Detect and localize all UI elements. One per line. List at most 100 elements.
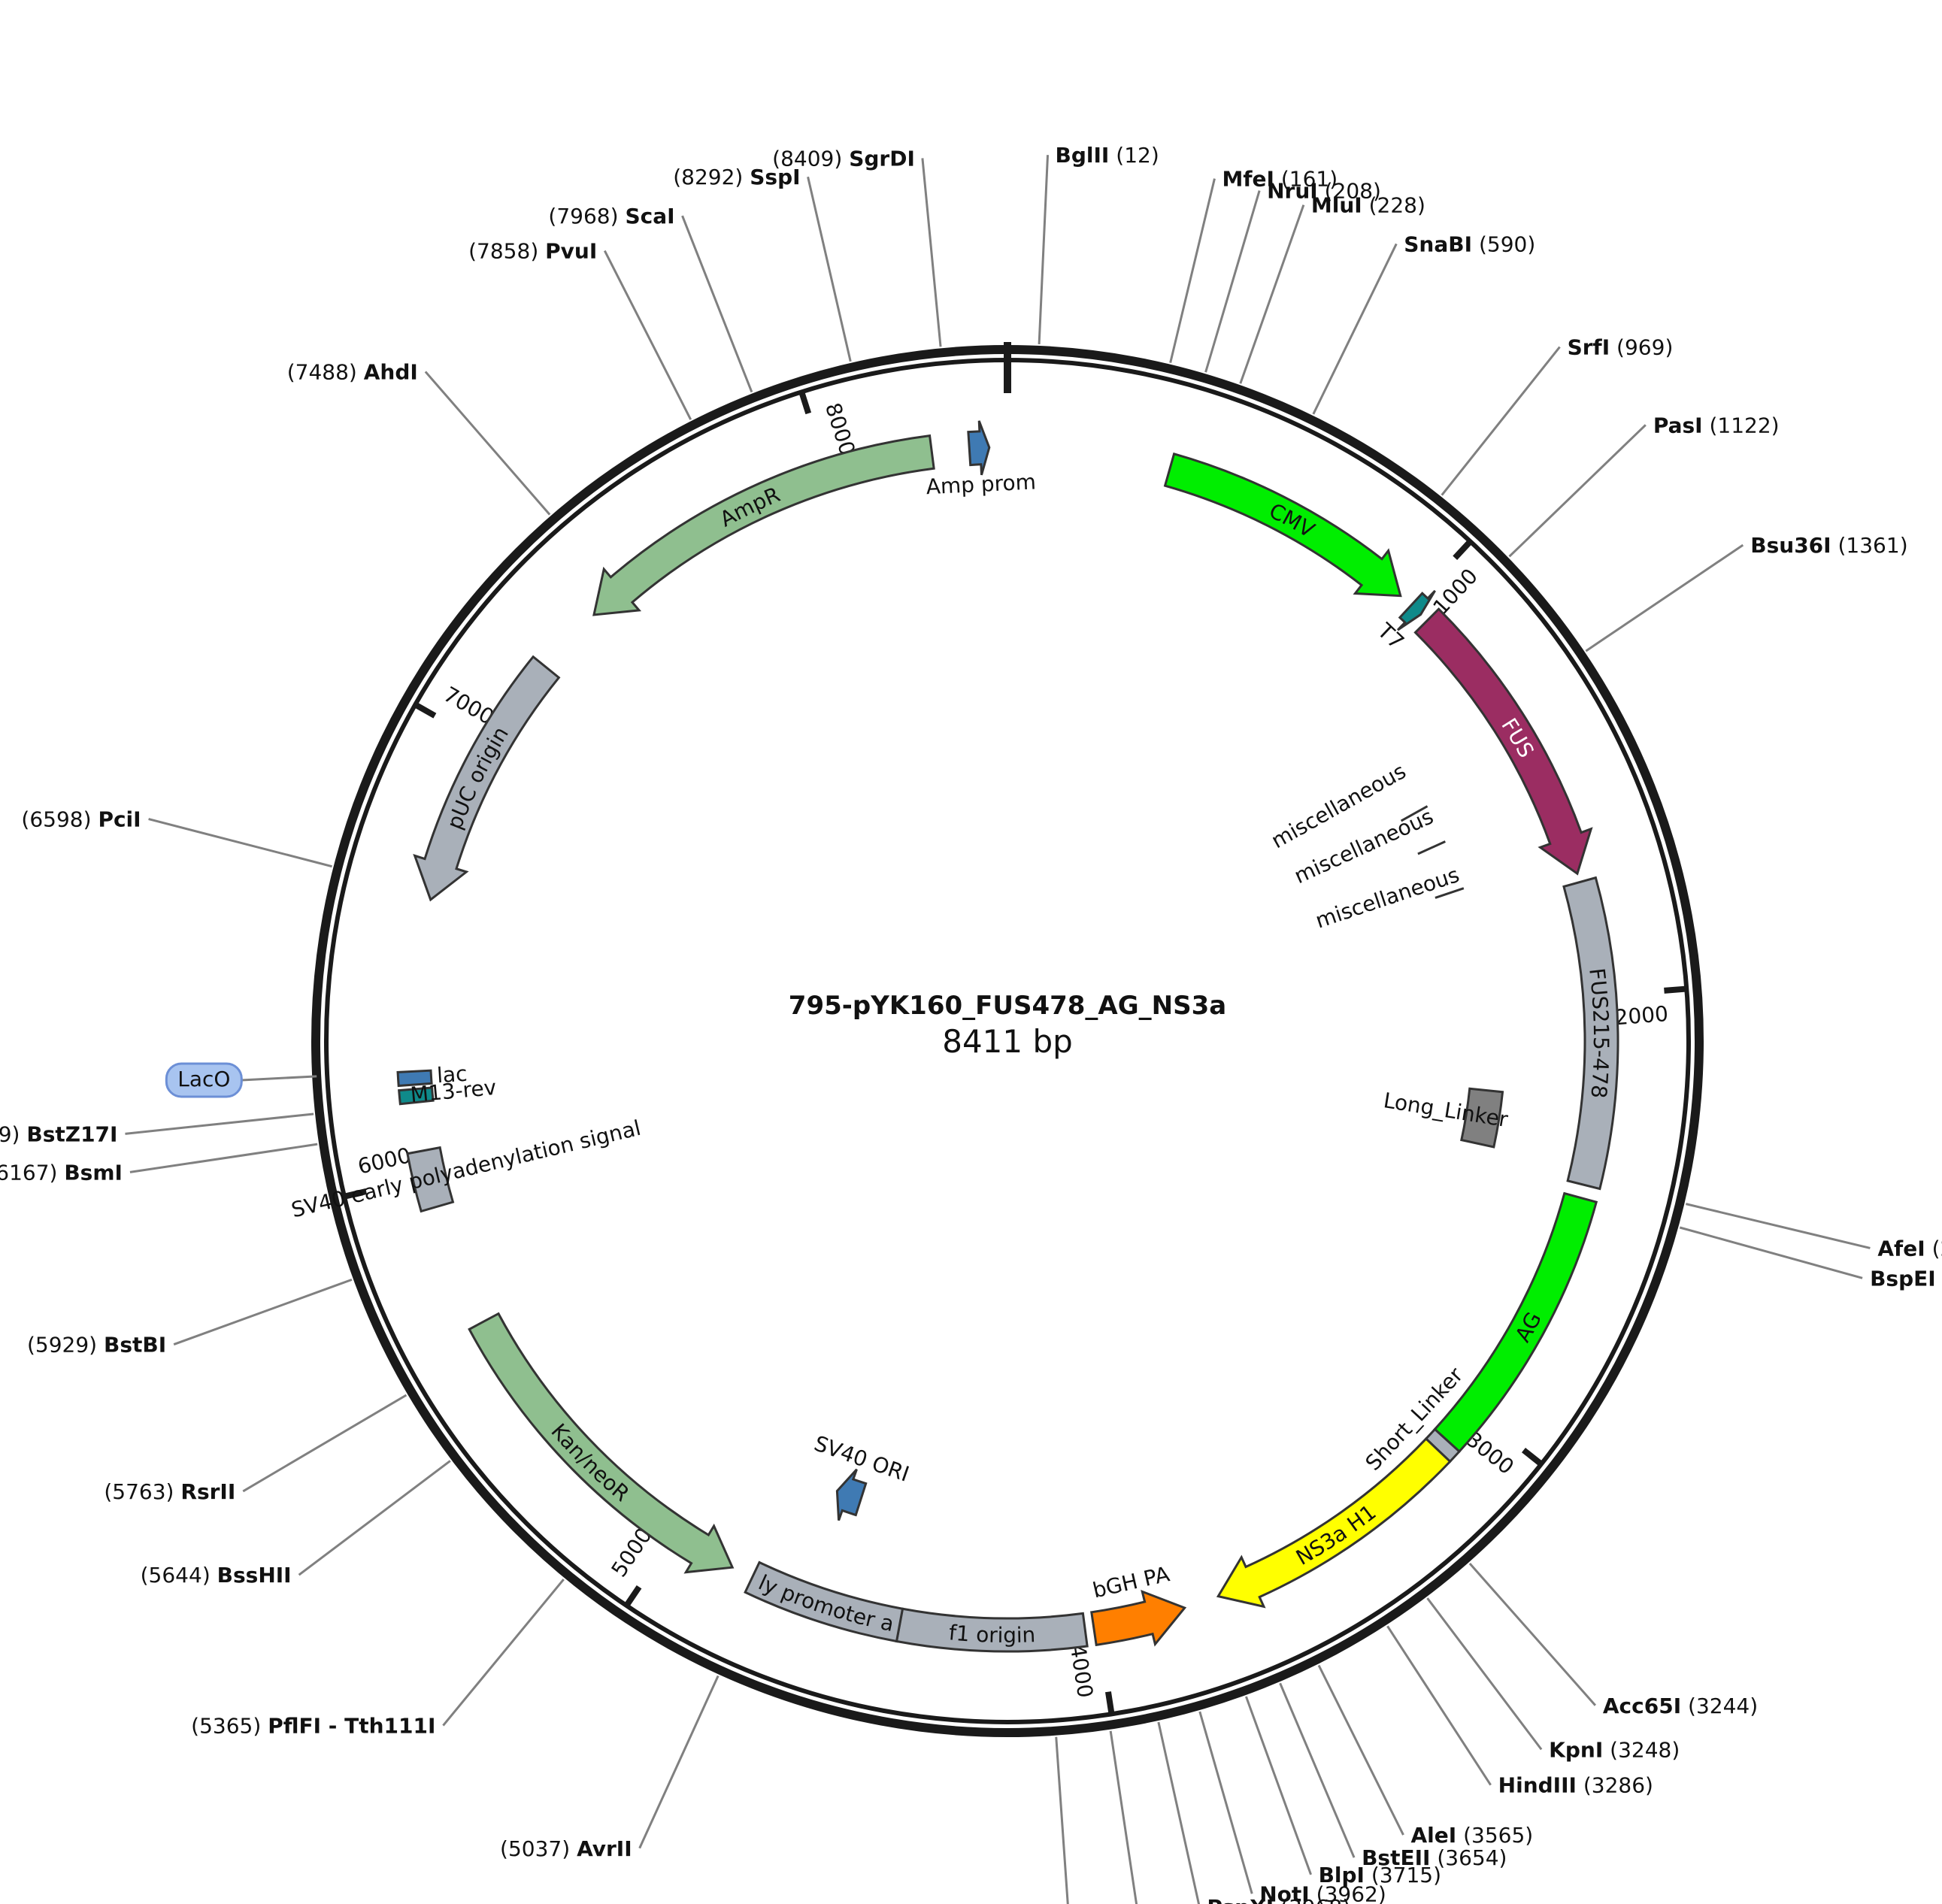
feature-arc-fus215-478: [1562, 876, 1619, 1191]
site-mfei: MfeI (161): [1169, 167, 1338, 363]
site-label: (5037) AvrII: [500, 1836, 632, 1861]
site-label: Bsu36I (1361): [1750, 533, 1907, 558]
tick-mark: [625, 1585, 642, 1606]
site-name: BglII: [1056, 143, 1110, 168]
feature-label: FUS215-478: [1584, 967, 1613, 1099]
feature-fus: FUS: [1413, 607, 1593, 876]
site-pcii: (6598) PciI: [21, 807, 332, 868]
site-nrui: NruI (208): [1204, 179, 1381, 373]
site-leader-line: [1169, 178, 1216, 363]
site-name: SrfI: [1568, 335, 1610, 360]
site-position: 12: [1124, 143, 1151, 168]
site-position: 3286: [1592, 1773, 1645, 1798]
site-bsteii: BstEII (3654): [1279, 1682, 1507, 1870]
site-name: MfeI: [1222, 167, 1274, 192]
site-leader-line: [1055, 1736, 1069, 1904]
feature-long-linker: Long_Linker: [1382, 1087, 1510, 1149]
site-avrii: (5037) AvrII: [500, 1675, 720, 1861]
site-name: SspI: [750, 165, 800, 189]
feature-lac: lac: [396, 1061, 468, 1088]
site-name: AhdI: [364, 359, 418, 384]
site-leader-line: [638, 1675, 720, 1849]
site-label: SrfI (969): [1568, 335, 1674, 360]
site-ahdi: (7488) AhdI: [287, 359, 551, 516]
plasmid-backbone: [311, 342, 1704, 1737]
site-noti: NotI (3962): [1198, 1711, 1386, 1904]
site-bglii: BglII (12): [1038, 143, 1159, 345]
site-label: (7858) PvuI: [468, 239, 597, 264]
site-position: 5037: [508, 1836, 562, 1861]
site-leader-line: [1426, 1597, 1543, 1751]
site-label: BstEII (3654): [1362, 1845, 1507, 1870]
feature-arc-long-linker: [1460, 1087, 1504, 1149]
site-xbai: XbaI (3974): [1109, 1730, 1138, 1904]
site-acc65i: Acc65I (3244): [1468, 1563, 1758, 1718]
site-label: SnaBI (590): [1404, 232, 1535, 256]
misc-feature-mark: [1417, 840, 1446, 855]
site-label: BglII (12): [1056, 143, 1159, 168]
feature-arc-t7: [1397, 589, 1436, 631]
site-position: 1361: [1846, 533, 1899, 558]
site-position: 8292: [681, 165, 735, 189]
site-sgrdi: (8409) SgrDI: [772, 146, 942, 347]
feature-label: SV40 early polyadenylation signal: [289, 1115, 643, 1223]
site-name: BstEII: [1362, 1845, 1430, 1870]
feature-arc-lac: [396, 1069, 433, 1088]
site-name: AfeI: [1877, 1236, 1925, 1261]
site-name: NotI: [1259, 1881, 1309, 1904]
misc-feature-mark: [1435, 887, 1465, 899]
site-label: (8292) SspI: [673, 165, 800, 189]
feature-kan-neor: Kan/neoR: [468, 1312, 735, 1574]
site-position: 6598: [29, 807, 83, 832]
feature-arc-m13-rev: [398, 1086, 435, 1106]
site-label: HindIII (3286): [1498, 1773, 1653, 1798]
laco-marker: LacO: [165, 1062, 317, 1098]
site-label: (8409) SgrDI: [772, 146, 915, 171]
site-position: 3962: [1325, 1881, 1378, 1904]
site-position: 5365: [199, 1714, 253, 1739]
site-leader-line: [1157, 1721, 1201, 1904]
feature-label: lac: [436, 1061, 468, 1088]
site-name: Bsu36I: [1750, 533, 1831, 558]
site-position: 1122: [1717, 413, 1771, 437]
site-position: 7488: [295, 359, 349, 384]
misc-feature-mark: [1400, 805, 1428, 822]
tick-mark: [1664, 985, 1686, 994]
site-bsu36i: Bsu36I (1361): [1585, 533, 1908, 652]
feature-arc-sv40-ori: [835, 1468, 868, 1521]
site-leader-line: [1244, 1696, 1312, 1875]
site-position: 228: [1377, 193, 1417, 218]
site-label: (5929) BstBI: [27, 1333, 166, 1358]
site-leader-line: [1239, 204, 1305, 384]
site-leader-line: [603, 250, 692, 420]
site-pmei: (3989) PmeI: [1055, 1736, 1069, 1904]
site-name: PciI: [98, 807, 141, 832]
site-srfi: SrfI (969): [1441, 335, 1674, 496]
site-position: 590: [1487, 232, 1527, 256]
site-name: AvrII: [577, 1836, 632, 1861]
feature-ns3a-h1: NS3a H1: [1216, 1436, 1452, 1609]
site-position: 3248: [1618, 1737, 1671, 1762]
site-label: BlpI (3715): [1319, 1863, 1441, 1887]
site-label: (6598) PciI: [21, 807, 141, 832]
site-position: 3565: [1471, 1823, 1525, 1848]
site-sspi: (8292) SspI: [673, 165, 852, 362]
site-leader-line: [1386, 1625, 1492, 1786]
plasmid-name: 795-pYK160_FUS478_AG_NS3a: [789, 991, 1226, 1021]
site-label: (6167) BsmI: [0, 1160, 123, 1185]
site-leader-line: [1109, 1730, 1138, 1904]
site-label: (5644) BssHII: [141, 1563, 292, 1588]
site-position: 6167: [0, 1160, 50, 1185]
site-name: AleI: [1411, 1823, 1457, 1848]
site-name: BstBI: [104, 1333, 166, 1358]
site-leader-line: [298, 1460, 451, 1576]
site-hindiii: HindIII (3286): [1386, 1625, 1653, 1798]
feature-label: f1 origin: [948, 1620, 1036, 1648]
site-label: (7968) ScaI: [548, 204, 674, 229]
site-leader-line: [681, 215, 753, 393]
site-label: (5365) PflFI - Tth111I: [191, 1714, 435, 1739]
site-alei: AleI (3565): [1317, 1664, 1533, 1848]
site-position: 969: [1625, 335, 1665, 360]
feature-arc-puc-origin: [413, 655, 561, 902]
site-position: 161: [1289, 167, 1329, 192]
